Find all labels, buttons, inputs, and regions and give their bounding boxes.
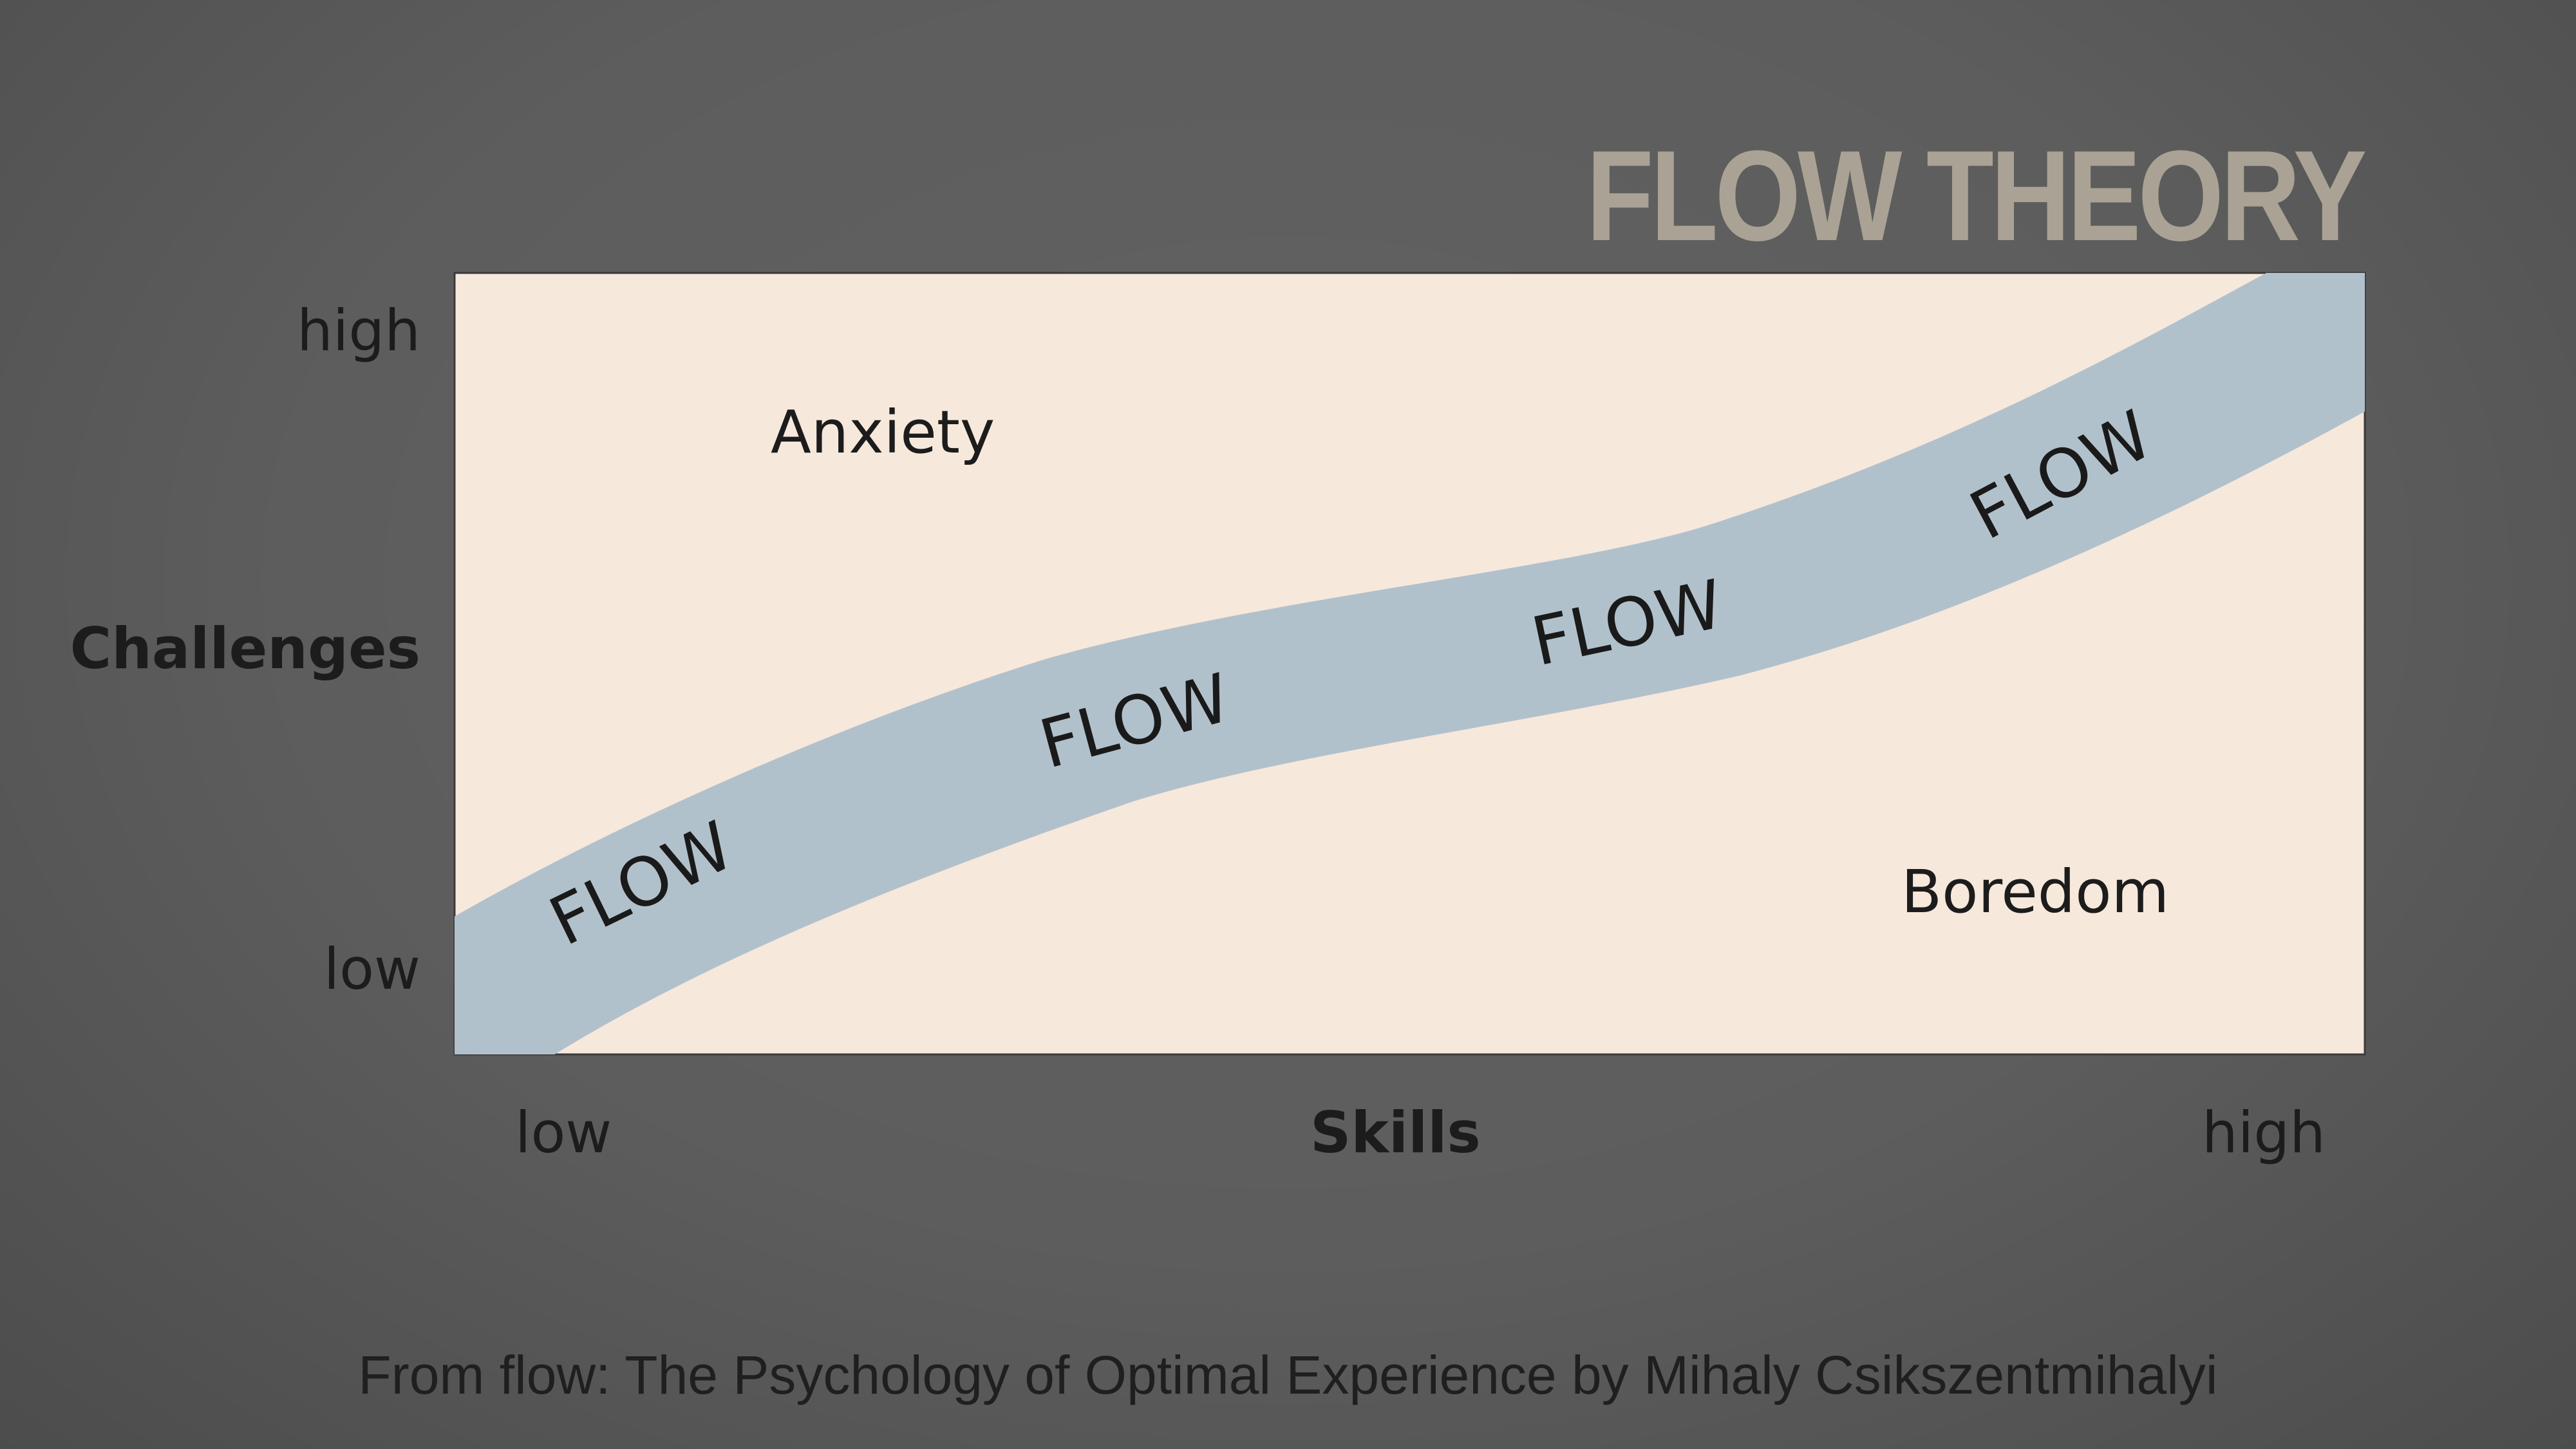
x-axis-title: Skills [1310, 1099, 1481, 1166]
anxiety-region-label: Anxiety [771, 398, 995, 467]
boredom-region-label: Boredom [1901, 857, 2170, 926]
x-axis-high-label: high [2202, 1099, 2326, 1166]
y-axis-low-label: low [323, 936, 420, 1002]
y-axis-title: Challenges [70, 615, 420, 682]
source-caption: From flow: The Psychology of Optimal Exp… [358, 1345, 2218, 1405]
x-axis-low-label: low [515, 1099, 612, 1166]
y-axis-high-label: high [297, 297, 420, 364]
flow-channel-band [455, 273, 2365, 1054]
page-title: FLOW THEORY [1586, 124, 2367, 268]
